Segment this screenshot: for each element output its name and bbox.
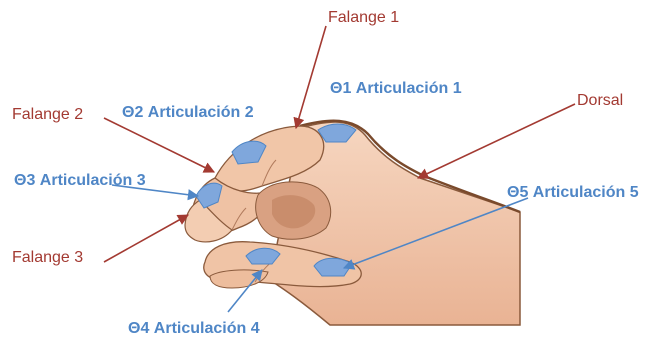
art1-label: Θ1 Articulación 1 — [330, 80, 462, 97]
falange2-arrow — [104, 118, 214, 172]
dorsal-arrow — [418, 104, 575, 178]
dorsal-label: Dorsal — [577, 92, 623, 109]
art2-label: Θ2 Articulación 2 — [122, 104, 254, 121]
falange1-label: Falange 1 — [328, 9, 399, 26]
art3-label: Θ3 Articulación 3 — [14, 172, 146, 189]
falange1-arrow — [296, 26, 326, 128]
falange3-arrow — [104, 215, 188, 262]
falange2-label: Falange 2 — [12, 106, 83, 123]
art4-label: Θ4 Articulación 4 — [128, 320, 260, 337]
falange3-label: Falange 3 — [12, 249, 83, 266]
art5-label: Θ5 Articulación 5 — [507, 184, 639, 201]
